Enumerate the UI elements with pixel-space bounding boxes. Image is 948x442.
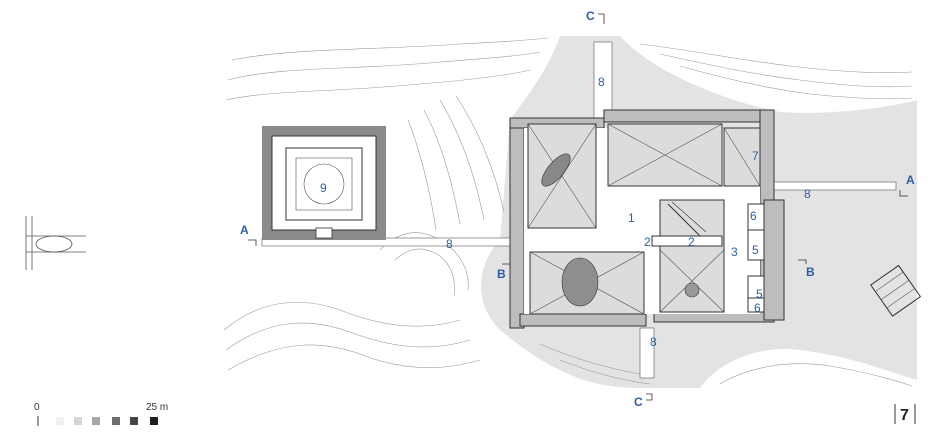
section-marker-c-bottom: C [634, 395, 643, 409]
section-marker-a-left: A [240, 223, 249, 237]
room-label-6a: 6 [750, 209, 757, 223]
scale-bar-swatch-3 [92, 417, 100, 425]
section-marker-b-left: B [497, 267, 506, 281]
page-number: 7 [894, 404, 916, 424]
room-label-5a: 5 [752, 243, 759, 257]
scale-bar-swatch-5 [130, 417, 138, 425]
room-label-8-west: 8 [446, 237, 453, 251]
main-complex [509, 109, 785, 329]
scale-bar-swatch-6 [150, 417, 158, 425]
room-label-9: 9 [320, 181, 327, 195]
room-label-6b: 6 [754, 301, 761, 315]
room-label-8-south: 8 [650, 335, 657, 349]
walkway-east [769, 181, 897, 191]
room-label-2a: 2 [644, 235, 651, 249]
room-label-3: 3 [731, 245, 738, 259]
scale-bar: 0 25 m [34, 402, 168, 426]
terrain-contours [219, 36, 917, 388]
scale-bar-start-label: 0 [34, 402, 40, 413]
room-label-8-north: 8 [598, 75, 605, 89]
small-structure-east [870, 264, 922, 317]
page-number-text: 7 [900, 407, 909, 424]
section-marker-c-top: C [586, 9, 595, 23]
walkway-south [639, 327, 655, 379]
scale-bar-swatch-1 [56, 417, 64, 425]
room-labels: 1 2 2 3 5 5 6 6 7 8 8 8 8 9 [320, 75, 811, 349]
section-marker-a-right: A [906, 173, 915, 187]
scale-bar-end-label: 25 m [146, 402, 168, 413]
walkways [261, 41, 897, 379]
scale-bar-swatch-2 [74, 417, 82, 425]
room-label-5b: 5 [756, 287, 763, 301]
section-marker-b-right: B [806, 265, 815, 279]
pavilion-9 [262, 126, 386, 240]
room-label-8-east: 8 [804, 187, 811, 201]
key-plan-symbol [25, 216, 86, 270]
room-label-2b: 2 [688, 235, 695, 249]
room-label-7: 7 [752, 149, 759, 163]
room-label-1: 1 [628, 211, 635, 225]
section-markers: A A B B C C [240, 9, 915, 409]
scale-bar-swatch-4 [112, 417, 120, 425]
